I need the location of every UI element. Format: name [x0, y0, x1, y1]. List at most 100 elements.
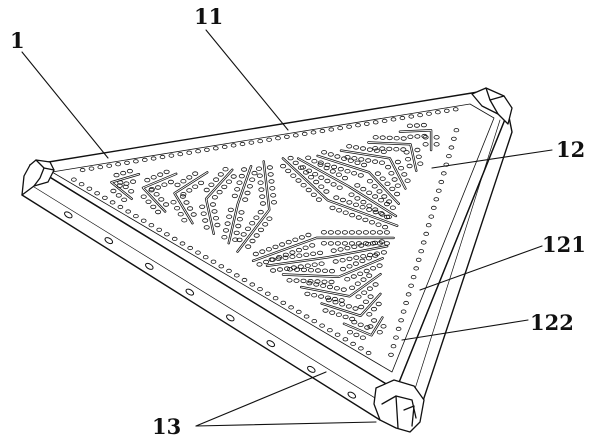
perforation-hole-287: [346, 256, 353, 262]
perforation-hole-71: [174, 182, 181, 188]
perforation-hole-482: [125, 209, 131, 214]
perforation-hole-2: [270, 193, 277, 198]
perforation-hole-237: [414, 134, 421, 139]
perforation-hole-137: [295, 178, 302, 183]
perforation-hole-169: [366, 178, 373, 184]
perforation-hole-368: [358, 304, 365, 310]
perforation-hole-239: [305, 232, 312, 238]
perforation-hole-60: [211, 209, 218, 214]
channel-groove-inner-9: [317, 155, 400, 205]
perforation-hole-333: [365, 256, 372, 261]
perforation-hole-206: [404, 178, 411, 183]
perforation-hole-394: [195, 149, 201, 154]
perforation-hole-133: [315, 197, 322, 202]
perforation-hole-7: [257, 209, 264, 215]
perforation-hole-182: [379, 176, 386, 181]
side-wall-holes: [64, 211, 357, 399]
perforation-hole-352: [354, 281, 361, 286]
perforation-hole-126: [346, 200, 353, 205]
perforation-hole-84: [145, 199, 152, 204]
perforation-hole-34: [221, 234, 228, 240]
perforation-hole-350: [304, 291, 311, 297]
perforation-hole-409: [328, 127, 335, 132]
perforation-hole-357: [339, 302, 346, 307]
perforation-hole-45: [211, 195, 218, 200]
perforation-hole-168: [299, 165, 306, 170]
perforation-hole-141: [348, 192, 355, 197]
perforation-hole-447: [395, 326, 402, 331]
perforation-hole-327: [293, 278, 300, 283]
perforation-hole-412: [355, 123, 361, 128]
perforation-hole-390: [159, 154, 166, 160]
perforation-hole-49: [230, 174, 237, 179]
perforation-hole-468: [234, 273, 240, 278]
perforation-hole-52: [202, 218, 209, 223]
perforation-hole-80: [154, 185, 161, 190]
perforation-hole-487: [86, 186, 93, 191]
perforation-hole-430: [438, 179, 445, 185]
perforation-hole-244: [272, 244, 279, 250]
perforation-hole-148: [341, 175, 348, 181]
perforation-hole-478: [156, 227, 163, 232]
perforation-hole-269: [334, 230, 341, 235]
perforation-hole-77: [187, 206, 194, 211]
perforation-hole-22: [253, 233, 260, 238]
perforation-hole-337: [326, 284, 333, 290]
perforation-hole-279: [303, 252, 310, 257]
perforation-hole-56: [213, 177, 220, 182]
perforation-hole-369: [362, 299, 369, 304]
perforation-hole-236: [421, 133, 428, 139]
perforation-hole-462: [280, 300, 287, 305]
perforation-hole-470: [218, 264, 225, 269]
perforation-hole-158: [372, 194, 379, 199]
perforation-hole-385: [115, 162, 121, 167]
perforation-hole-51: [200, 211, 207, 216]
perforation-hole-157: [366, 190, 373, 195]
perforation-hole-361: [370, 306, 377, 312]
perforation-hole-78: [190, 212, 197, 217]
perforation-hole-410: [337, 126, 344, 131]
perforation-hole-12: [236, 237, 243, 243]
perforation-hole-87: [144, 177, 151, 183]
perforation-hole-348: [318, 294, 325, 299]
perforation-hole-398: [230, 143, 237, 148]
perforation-hole-8: [253, 215, 260, 220]
perforation-hole-433: [430, 205, 437, 210]
perforation-hole-475: [179, 241, 186, 246]
perforation-hole-341: [355, 294, 362, 299]
corner-bottom: [373, 379, 425, 433]
perforation-hole-295: [304, 263, 311, 268]
perforation-hole-204: [398, 165, 405, 171]
perforation-hole-122: [292, 160, 299, 166]
perforation-hole-248: [320, 241, 327, 246]
perforation-hole-252: [348, 241, 355, 246]
perforation-hole-227: [379, 146, 386, 151]
perforation-hole-277: [317, 250, 324, 256]
perforation-hole-304: [351, 244, 358, 249]
perforation-hole-416: [390, 117, 397, 122]
perforation-hole-215: [406, 163, 413, 169]
perforation-hole-274: [369, 230, 376, 235]
perforation-hole-376: [359, 335, 366, 340]
perforation-hole-142: [354, 196, 361, 201]
perforation-hole-225: [393, 146, 400, 152]
perforation-hole-266: [256, 262, 263, 267]
perforation-hole-272: [355, 230, 362, 235]
perforation-hole-356: [345, 304, 352, 309]
perforation-hole-205: [401, 172, 408, 177]
perforation-hole-386: [124, 160, 130, 165]
perforation-hole-328: [286, 278, 293, 283]
perforation-hole-303: [344, 245, 351, 251]
perforation-hole-334: [372, 253, 379, 258]
perforation-hole-172: [381, 194, 388, 199]
perforation-hole-429: [440, 171, 447, 176]
perforation-hole-15: [258, 187, 265, 192]
perforation-hole-270: [341, 230, 348, 235]
perforation-hole-184: [389, 186, 396, 192]
perforation-hole-405: [292, 133, 299, 138]
perforation-hole-165: [318, 175, 325, 180]
perforation-hole-335: [340, 287, 347, 292]
perforation-hole-457: [319, 323, 325, 328]
perforation-hole-91: [148, 186, 155, 192]
perforation-hole-13: [259, 201, 266, 206]
